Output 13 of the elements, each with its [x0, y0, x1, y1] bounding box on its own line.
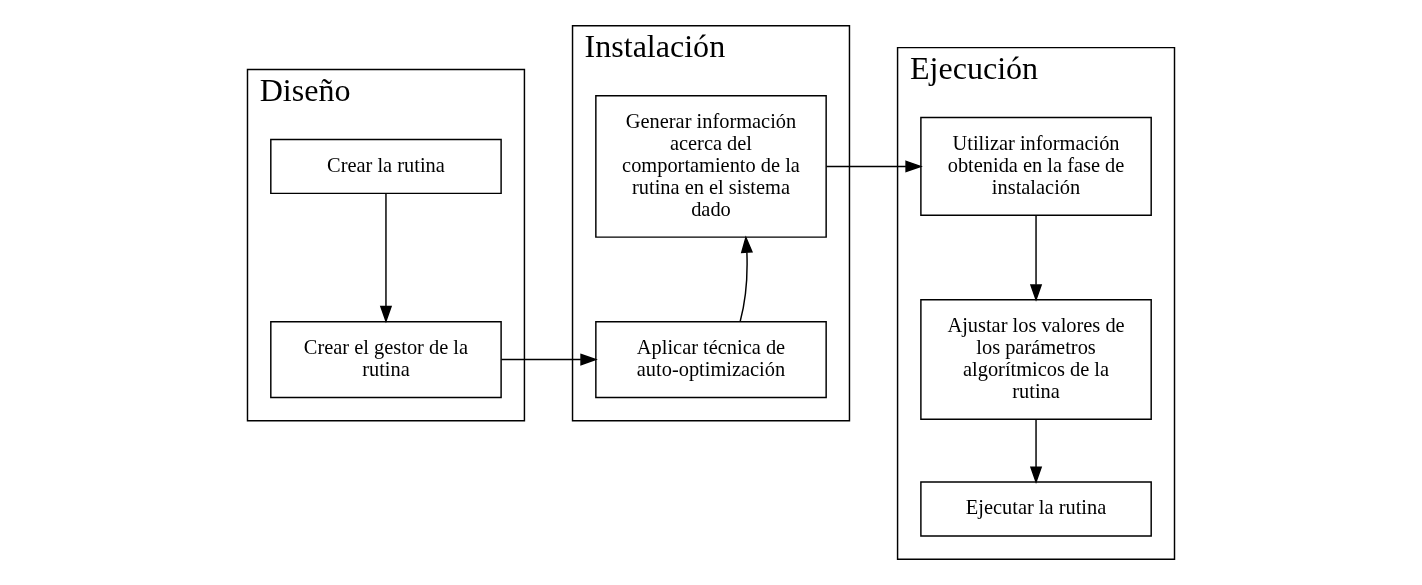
node-box: Ajustar los valores de los parámetros algorítmicos de la rutina [920, 299, 1152, 421]
node-box: Crear la rutina [270, 138, 502, 195]
node-box: Utilizar información obtenida en la fase de instalación [920, 116, 1152, 216]
node-box: Ejecutar la rutina [920, 481, 1152, 537]
arrow [1029, 418, 1043, 485]
node-box: Crear el gestor de la rutina [270, 320, 502, 399]
node-box: Aplicar técnica de auto-optimización [595, 320, 827, 399]
node-box: Generar información acerca del comportamiento de la rutina en el sistema dado [595, 95, 827, 238]
arrow [739, 235, 753, 323]
arrow [825, 160, 923, 173]
arrow [1029, 214, 1043, 302]
arrow [500, 353, 598, 366]
arrow [379, 192, 393, 324]
